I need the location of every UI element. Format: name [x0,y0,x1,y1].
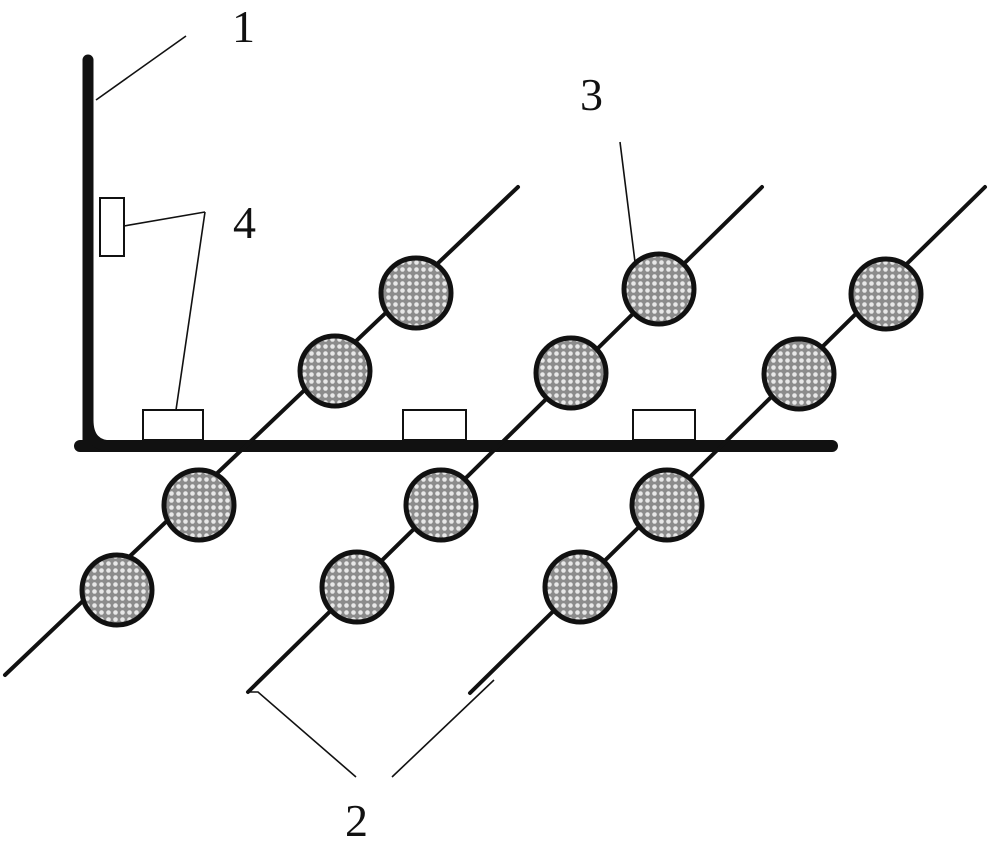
label-balls: 3 [580,69,603,120]
ball-rod1-bottom [79,552,155,628]
label-blocks: 4 [233,197,256,248]
ball-rod2-bottom [319,549,395,625]
block-3 [632,409,696,441]
leader-lines [95,35,636,778]
label-rods: 2 [345,795,368,844]
mesh-balls [79,251,924,628]
ball-rod2-lower [403,467,479,543]
leader-balls [619,141,636,263]
ball-rod3-lower [629,467,705,543]
block-2 [402,409,467,441]
block-vertical [99,197,125,257]
leader-block-1 [175,211,206,411]
ball-rod3-top [848,256,924,332]
leader-rods [248,691,357,778]
leader-frame [95,35,187,101]
ball-rod1-upper [297,333,373,409]
leader-rods-2 [391,679,495,778]
l-frame [74,54,838,452]
blocks [99,197,696,441]
ball-rod3-bottom [542,549,618,625]
label-frame: 1 [232,1,255,52]
ball-rod1-top [378,255,454,331]
block-1 [142,409,204,441]
ball-rod2-upper [533,335,609,411]
leader-block-vertical [123,211,206,227]
frame-corner [82,419,113,452]
ball-rod3-upper [761,336,837,412]
ball-rod2-top [621,251,697,327]
ball-rod1-lower [161,467,237,543]
callout-labels: 1 3 4 2 [232,1,603,844]
